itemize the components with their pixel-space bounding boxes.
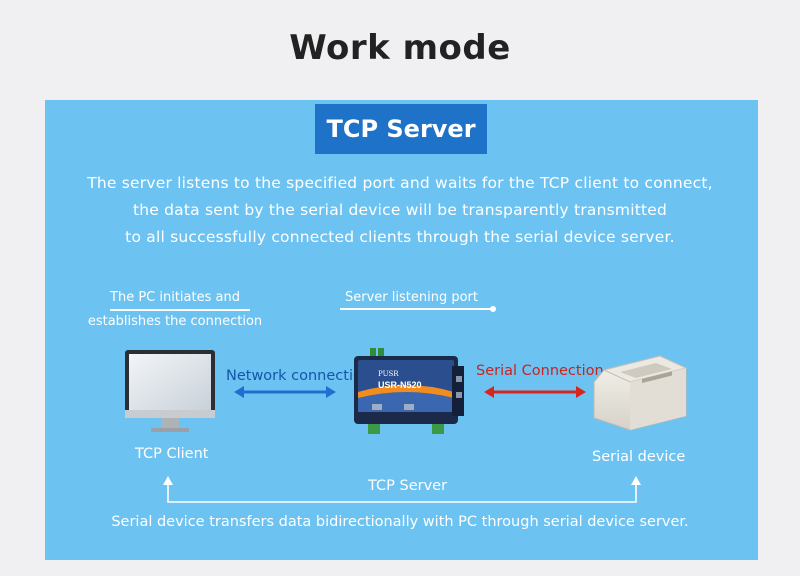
- tcp-client-label: TCP Client: [135, 446, 209, 462]
- serial-connection-label: Serial Connection: [476, 363, 604, 379]
- network-connection-label: Network connection: [226, 368, 372, 384]
- mode-badge: TCP Server: [315, 104, 487, 154]
- monitor-icon: [125, 350, 215, 432]
- receipt-printer-icon: [593, 355, 688, 431]
- page-title: Work mode: [289, 28, 511, 68]
- server-note-dot: [490, 306, 496, 312]
- pc-note-line-1: The PC initiates and: [110, 290, 240, 305]
- serial-arrow: [484, 386, 586, 398]
- bottom-link-label: TCP Server: [364, 478, 452, 494]
- serial-device-label: Serial device: [592, 449, 686, 465]
- serial-server-device-icon: PUSR USR-N520: [354, 348, 464, 434]
- footer-text: Serial device transfers data bidirection…: [111, 514, 689, 530]
- description-line-3: to all successfully connected clients th…: [125, 228, 675, 246]
- server-note: Server listening port: [345, 290, 478, 305]
- bottom-link-arrow: [163, 476, 641, 503]
- device-model-text: USR-N520: [378, 380, 422, 390]
- description-line-2: the data sent by the serial device will …: [132, 201, 668, 219]
- network-arrow: [234, 386, 336, 398]
- pc-note-underline: [110, 309, 250, 311]
- pc-note-line-2: establishes the connection: [87, 314, 263, 329]
- server-note-underline: [340, 308, 492, 310]
- device-brand-text: PUSR: [378, 370, 399, 378]
- description-line-1: The server listens to the specified port…: [87, 174, 713, 192]
